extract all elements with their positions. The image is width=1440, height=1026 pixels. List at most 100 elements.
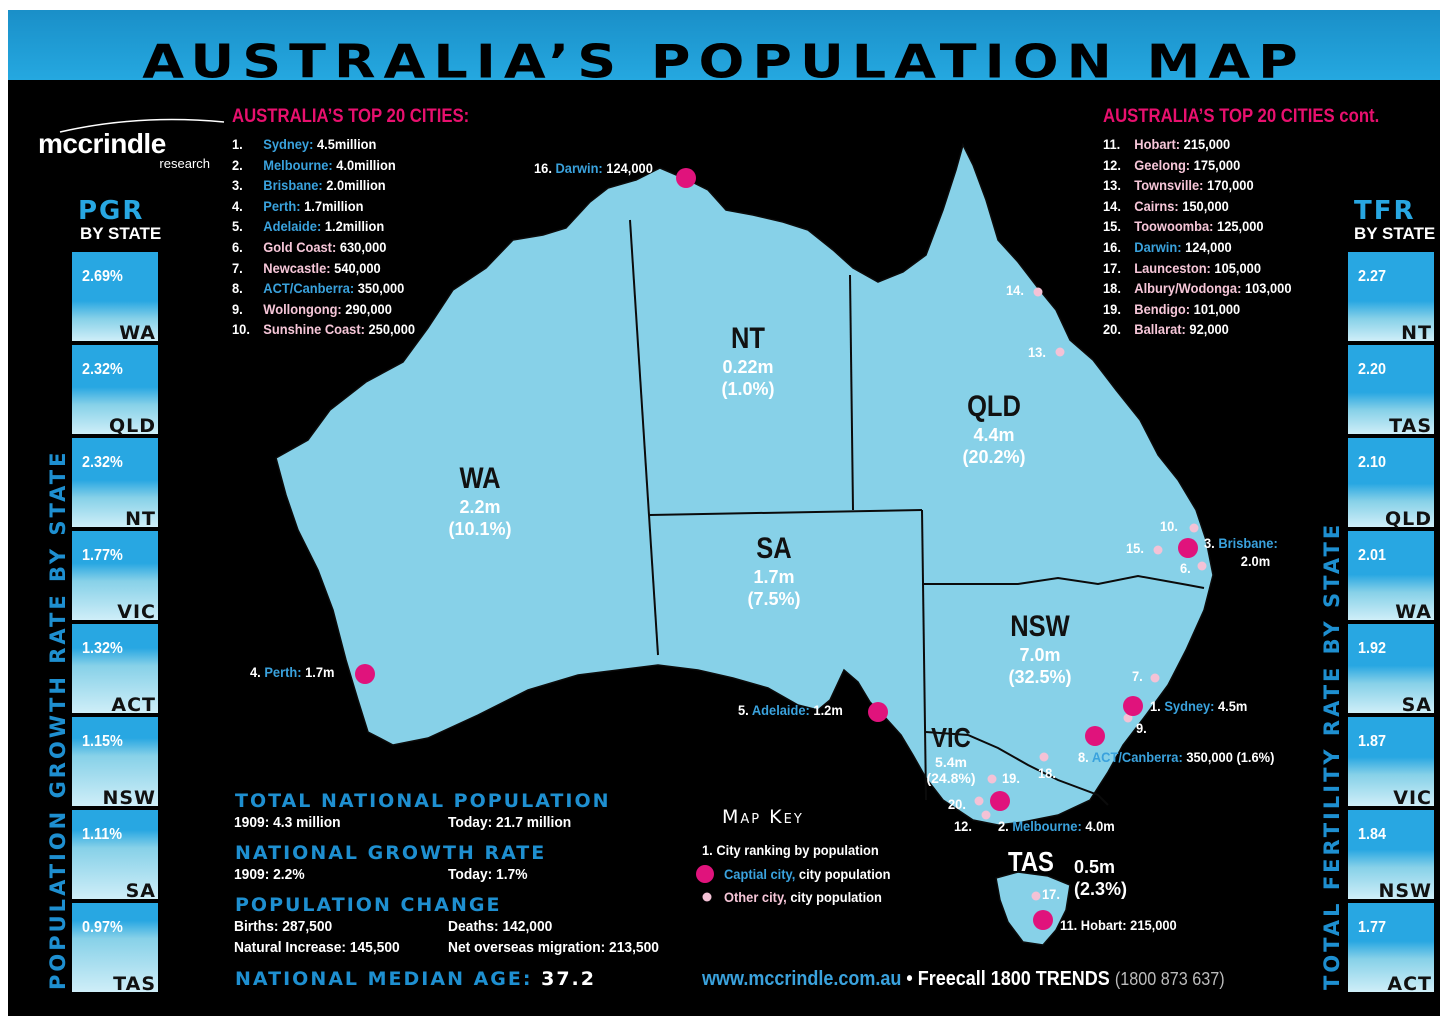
city-list-item: 3.Brisbane: 2.0million [232, 175, 415, 196]
pgr-value: 1.77% [82, 547, 123, 564]
state-vic: VIC 5.4m (24.8%) [918, 722, 984, 786]
tfr-vertical-label: TOTAL FERTILITY RATE BY STATE [1320, 521, 1344, 990]
pgr-bar-sa: 1.11%SA [72, 810, 158, 902]
city-dot-launceston [1031, 891, 1041, 901]
pgr-bar-nsw: 1.15%NSW [72, 717, 158, 809]
tfr-state-label: VIC [1393, 787, 1432, 809]
state-sa: SA 1.7m (7.5%) [714, 532, 834, 610]
capital-dot-melbourne [990, 791, 1010, 811]
pgr-bar-wa: 2.69% WA [72, 252, 158, 344]
border-nt-qld [849, 274, 854, 511]
tfr-value: 2.01 [1358, 547, 1387, 564]
capital-dot-sydney [1123, 696, 1143, 716]
city-name: Townsville: [1134, 177, 1204, 194]
label-perth: 4. Perth: 1.7m [250, 664, 335, 680]
tfr-state-label: WA [1395, 601, 1432, 623]
map-key-item-other: Other city, city population [724, 889, 882, 905]
label-hobart: 11. Hobart: 215,000 [1060, 917, 1177, 933]
city-population: 215,000 [1183, 136, 1231, 152]
capital-dot-darwin [676, 168, 696, 188]
city-list-item: 5.Adelaide: 1.2million [232, 216, 415, 237]
top-cities-heading: AUSTRALIA’S TOP 20 CITIES: [232, 106, 470, 127]
city-population: 92,000 [1189, 321, 1229, 338]
tfr-title: TFR [1354, 196, 1416, 226]
capital-dot-hobart [1033, 910, 1053, 930]
border-nt-sa [649, 509, 923, 516]
city-population: 150,000 [1182, 197, 1229, 214]
net-migration: Net overseas migration: 213,500 [448, 939, 659, 956]
city-name: Ballarat: [1134, 321, 1186, 338]
map-key-title: Map Key [722, 806, 804, 828]
label-15: 15. [1126, 540, 1144, 556]
growth-rate-heading: NATIONAL GROWTH RATE [235, 842, 547, 864]
pgr-value: 2.69% [82, 268, 123, 285]
footer-freecall: Freecall 1800 TRENDS [917, 968, 1110, 990]
pgr-bar-nt: 2.32%NT [72, 438, 158, 530]
state-sa-pct: (7.5%) [747, 589, 801, 609]
tfr-value: 2.10 [1358, 454, 1387, 471]
state-tas-figures: 0.5m (2.3%) [1074, 856, 1127, 900]
label-12: 12. [954, 818, 972, 834]
city-rank: 10. [232, 321, 250, 338]
pgr-state-label: NSW [102, 787, 156, 809]
state-tas-pct: (2.3%) [1074, 879, 1128, 899]
label-20: 20. [948, 796, 966, 812]
state-sa-pop: 1.7m [753, 567, 795, 587]
logo: mccrindle research [38, 118, 225, 171]
state-vic-pop: 5.4m [935, 754, 967, 770]
pgr-subtitle: BY STATE [80, 224, 162, 243]
tfr-value: 1.87 [1358, 733, 1387, 750]
mainland-shape [275, 142, 1214, 826]
city-population: 101,000 [1193, 300, 1241, 317]
city-rank: 5. [232, 218, 243, 235]
pgr-state-label: WA [119, 322, 156, 344]
pgr-bar-tas: 0.97%TAS [72, 903, 158, 995]
tasmania-shape [995, 871, 1071, 946]
pgr-state-label: QLD [108, 415, 156, 437]
city-dot-geelong [981, 810, 991, 820]
pgr-value: 2.32% [82, 454, 123, 471]
label-melbourne: 2. Melbourne: 4.0m [998, 818, 1115, 834]
city-name: Adelaide: [263, 218, 322, 235]
city-dot-wollongong [1123, 713, 1133, 723]
tfr-value: 2.27 [1358, 268, 1387, 285]
total-today: Today: 21.7 million [448, 814, 572, 831]
tfr-state-label: TAS [1389, 415, 1432, 437]
footer-url[interactable]: www.mccrindle.com.au [702, 968, 902, 990]
city-list-item: 4.Perth: 1.7million [232, 196, 415, 217]
state-nsw: NSW 7.0m (32.5%) [980, 610, 1100, 688]
state-nt: NT 0.22m (1.0%) [688, 322, 808, 400]
state-wa-pop: 2.2m [459, 497, 501, 517]
city-population: 540,000 [334, 259, 381, 276]
city-dot-bendigo [987, 774, 997, 784]
city-list-item: 13.Townsville: 170,000 [1103, 175, 1292, 196]
city-name: Gold Coast: [263, 238, 337, 255]
state-tas-code: TAS [1008, 846, 1054, 877]
pgr-state-label: ACT [111, 694, 156, 716]
city-dot-ballarat [974, 796, 984, 806]
state-tas-pop: 0.5m [1074, 857, 1116, 877]
state-wa: WA 2.2m (10.1%) [420, 462, 540, 540]
city-dot-newcastle [1150, 673, 1160, 683]
tfr-state-label: NT [1401, 322, 1432, 344]
pgr-state-label: SA [125, 880, 156, 902]
city-name: Geelong: [1134, 156, 1191, 173]
city-population: 124,000 [1185, 238, 1232, 255]
city-name: Albury/Wodonga: [1134, 280, 1242, 297]
logo-name: mccrindle [38, 128, 166, 159]
city-name: Cairns: [1134, 197, 1179, 214]
australia-map [275, 142, 1214, 946]
city-list-item: 10.Sunshine Coast: 250,000 [232, 319, 415, 340]
city-rank: 6. [232, 238, 243, 255]
growth-today: Today: 1.7% [448, 866, 528, 883]
natural-increase: Natural Increase: 145,500 [234, 939, 400, 956]
city-name: Darwin: [1134, 238, 1182, 255]
